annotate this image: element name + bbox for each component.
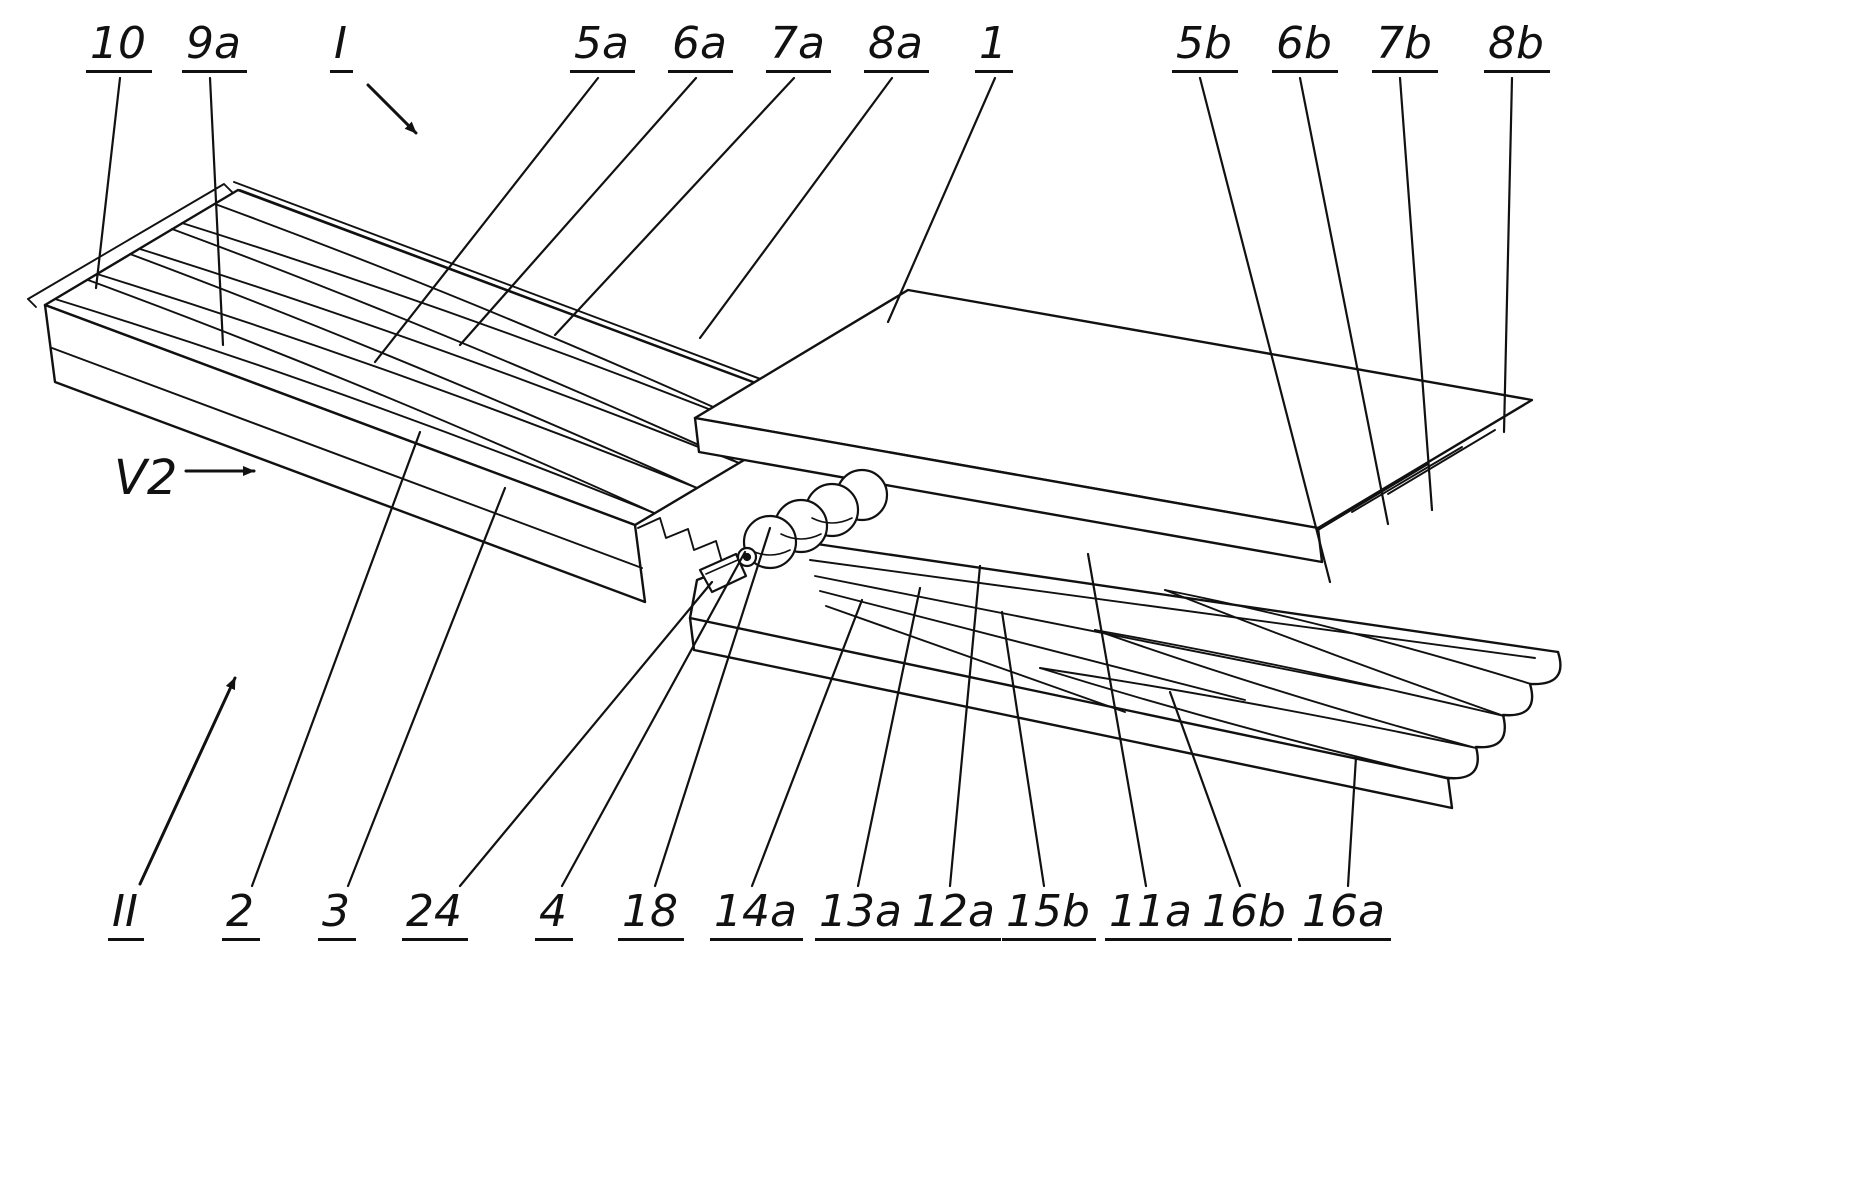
label-ref-7b: 7b	[1372, 19, 1438, 74]
view-II-arrow	[138, 676, 237, 886]
label-dir-V2: V2	[114, 450, 178, 506]
label-view-II: II	[108, 887, 144, 942]
sheet-edges	[809, 559, 1536, 713]
label-ref-3: 3	[318, 887, 356, 942]
label-ref-18: 18	[618, 887, 684, 942]
label-ref-16b: 16b	[1198, 887, 1292, 942]
lower-tray	[688, 541, 1562, 810]
view-I-arrow	[366, 83, 418, 135]
label-ref-16a: 16a	[1298, 887, 1391, 942]
upper-tray	[27, 181, 830, 604]
label-ref-1: 1	[975, 19, 1013, 74]
arrows	[138, 83, 418, 886]
label-ref-12a: 12a	[908, 887, 1001, 942]
label-ref-14a: 14a	[710, 887, 803, 942]
plate	[693, 288, 1534, 564]
label-ref-6b: 6b	[1272, 19, 1338, 74]
label-ref-5b: 5b	[1172, 19, 1238, 74]
label-ref-9a: 9a	[182, 19, 247, 74]
label-ref-13a: 13a	[815, 887, 908, 942]
label-ref-8a: 8a	[864, 19, 929, 74]
label-view-I: I	[330, 19, 353, 74]
label-ref-10: 10	[86, 19, 152, 74]
label-ref-11a: 11a	[1105, 887, 1198, 942]
label-ref-6a: 6a	[668, 19, 733, 74]
label-ref-5a: 5a	[570, 19, 635, 74]
guide-rail	[27, 181, 829, 411]
label-ref-2: 2	[222, 887, 260, 942]
label-ref-15b: 15b	[1002, 887, 1096, 942]
label-ref-4: 4	[535, 887, 573, 942]
leader-lines	[94, 76, 1514, 888]
label-ref-7a: 7a	[766, 19, 831, 74]
channel-grooves	[1039, 589, 1532, 780]
label-ref-24: 24	[402, 887, 468, 942]
label-ref-8b: 8b	[1484, 19, 1550, 74]
plate-bend-lines	[1317, 429, 1496, 531]
rollers	[698, 468, 889, 594]
